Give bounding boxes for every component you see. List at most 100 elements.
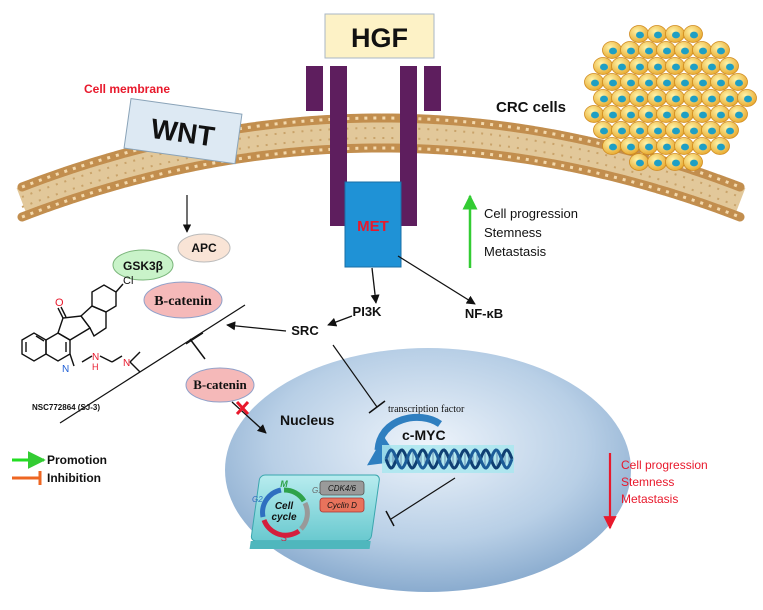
- b-catenin-label-1: B-catenin: [154, 294, 212, 309]
- drug-atom-cl: Cl: [123, 275, 133, 287]
- b-catenin-node-2: [185, 367, 255, 403]
- crc-cell-nucleus: [609, 79, 617, 87]
- crc-cell-nucleus: [708, 63, 716, 71]
- crc-cell-nucleus: [717, 111, 725, 119]
- crc-cell-nucleus: [636, 159, 644, 167]
- crc-cell-nucleus: [735, 111, 743, 119]
- effects-down-list: Cell progression Stemness Metastasis: [621, 458, 711, 506]
- crc-cell-nucleus: [744, 95, 752, 103]
- b-catenin-node-1: [143, 281, 223, 319]
- effect-down-item: Metastasis: [621, 492, 678, 506]
- effect-up-item: Metastasis: [484, 244, 547, 259]
- pi3k-label: PI3K: [353, 304, 383, 319]
- crc-cell-nucleus: [699, 47, 707, 55]
- crc-cell-nucleus: [672, 127, 680, 135]
- crc-cell-nucleus: [645, 79, 653, 87]
- dna-strand: [384, 448, 514, 470]
- src-inhibit-bar: [368, 400, 386, 414]
- crc-cell-nucleus: [645, 111, 653, 119]
- crc-cell-nucleus: [726, 63, 734, 71]
- crc-cell-nucleus: [699, 111, 707, 119]
- drug-atom-o: O: [55, 297, 64, 309]
- crc-cell-nucleus: [600, 63, 608, 71]
- b-catenin-label-2: B-catenin: [193, 377, 247, 392]
- cdk46-label: CDK4/6: [328, 484, 357, 493]
- effect-down-item: Cell progression: [621, 458, 708, 472]
- cell-cycle-label-1: Cell: [275, 501, 294, 512]
- met-receptor: [306, 66, 441, 268]
- crc-cell-nucleus: [672, 31, 680, 39]
- drug-name-label: NSC772864 (SJ-3): [32, 403, 100, 412]
- crc-cell-nucleus: [717, 47, 725, 55]
- crc-cell-nucleus: [636, 63, 644, 71]
- crc-cell-nucleus: [717, 143, 725, 151]
- crc-cell-nucleus: [663, 111, 671, 119]
- crc-cell-nucleus: [717, 79, 725, 87]
- src-inhibit-line: [332, 344, 378, 408]
- crc-cell-nucleus: [672, 95, 680, 103]
- cell-cycle-label-2: cycle: [271, 512, 296, 523]
- crc-cell-nucleus: [645, 143, 653, 151]
- crc-cell-nucleus: [672, 63, 680, 71]
- gsk3b-node: [112, 249, 174, 281]
- dna-helix: [384, 448, 514, 470]
- phase-s-label: S: [281, 533, 287, 543]
- drug-inhibition-line: [59, 304, 246, 424]
- crc-cell-nucleus: [627, 79, 635, 87]
- crc-cell-nucleus: [654, 31, 662, 39]
- apc-label: APC: [191, 241, 217, 255]
- crc-cell-nucleus: [636, 127, 644, 135]
- effect-down-item: Stemness: [621, 475, 674, 489]
- cyclin-d-label: Cyclin D: [327, 501, 357, 510]
- crc-cell-nucleus: [654, 95, 662, 103]
- phase-g1-label: G1: [312, 486, 323, 495]
- crc-cell-nucleus: [654, 159, 662, 167]
- crc-cell-nucleus: [690, 127, 698, 135]
- crc-cell-nucleus: [726, 95, 734, 103]
- crc-cell-nucleus: [681, 143, 689, 151]
- effect-up-item: Stemness: [484, 225, 542, 240]
- met-label: MET: [357, 218, 389, 235]
- crc-cell-nucleus: [636, 95, 644, 103]
- crc-cell-nucleus: [627, 143, 635, 151]
- crc-cell-nucleus: [609, 47, 617, 55]
- crc-cell-nucleus: [627, 111, 635, 119]
- phase-m-label: M: [280, 479, 288, 489]
- src-to-bcatenin-arrow: [226, 321, 287, 332]
- crc-cell-nucleus: [654, 63, 662, 71]
- crc-cell-nucleus: [690, 95, 698, 103]
- drug-atom-h: H: [92, 362, 99, 372]
- crc-cell-nucleus: [690, 159, 698, 167]
- cell-membrane-label: Cell membrane: [84, 82, 170, 96]
- crc-cell-nucleus: [618, 63, 626, 71]
- crc-cell-nucleus: [726, 127, 734, 135]
- effects-up-list: Cell progression Stemness Metastasis: [484, 206, 582, 259]
- drug-atom-nh: N: [92, 352, 99, 363]
- crc-cell-nucleus: [708, 95, 716, 103]
- crc-cell-nucleus: [645, 47, 653, 55]
- crc-cell-nucleus: [654, 127, 662, 135]
- dna-inhibit-line: [390, 477, 456, 520]
- crc-cell-nucleus: [591, 79, 599, 87]
- cmyc-label: c-MYC: [402, 427, 446, 443]
- crc-cell-nucleus: [699, 143, 707, 151]
- nfkb-label: NF-κB: [465, 306, 503, 321]
- met-to-pi3k-arrow: [370, 267, 380, 304]
- met-to-nfkb-arrow: [397, 255, 476, 305]
- crc-cell-nucleus: [663, 47, 671, 55]
- legend-promotion-label: Promotion: [47, 453, 107, 467]
- crc-cells-cluster: [584, 25, 757, 171]
- drug-atom-n3: N: [123, 358, 130, 369]
- crc-cell-nucleus: [681, 79, 689, 87]
- crc-cell-nucleus: [627, 47, 635, 55]
- block-x-icon: [235, 400, 250, 416]
- effect-up-item: Cell progression: [484, 206, 578, 221]
- gsk3b-label: GSK3β: [123, 259, 163, 273]
- legend-inhibition-label: Inhibition: [47, 471, 101, 485]
- src-label: SRC: [291, 323, 319, 338]
- crc-cell-nucleus: [681, 47, 689, 55]
- dna-inhibit-bar: [385, 510, 395, 527]
- transcription-factor-label: transcription factor: [388, 404, 465, 415]
